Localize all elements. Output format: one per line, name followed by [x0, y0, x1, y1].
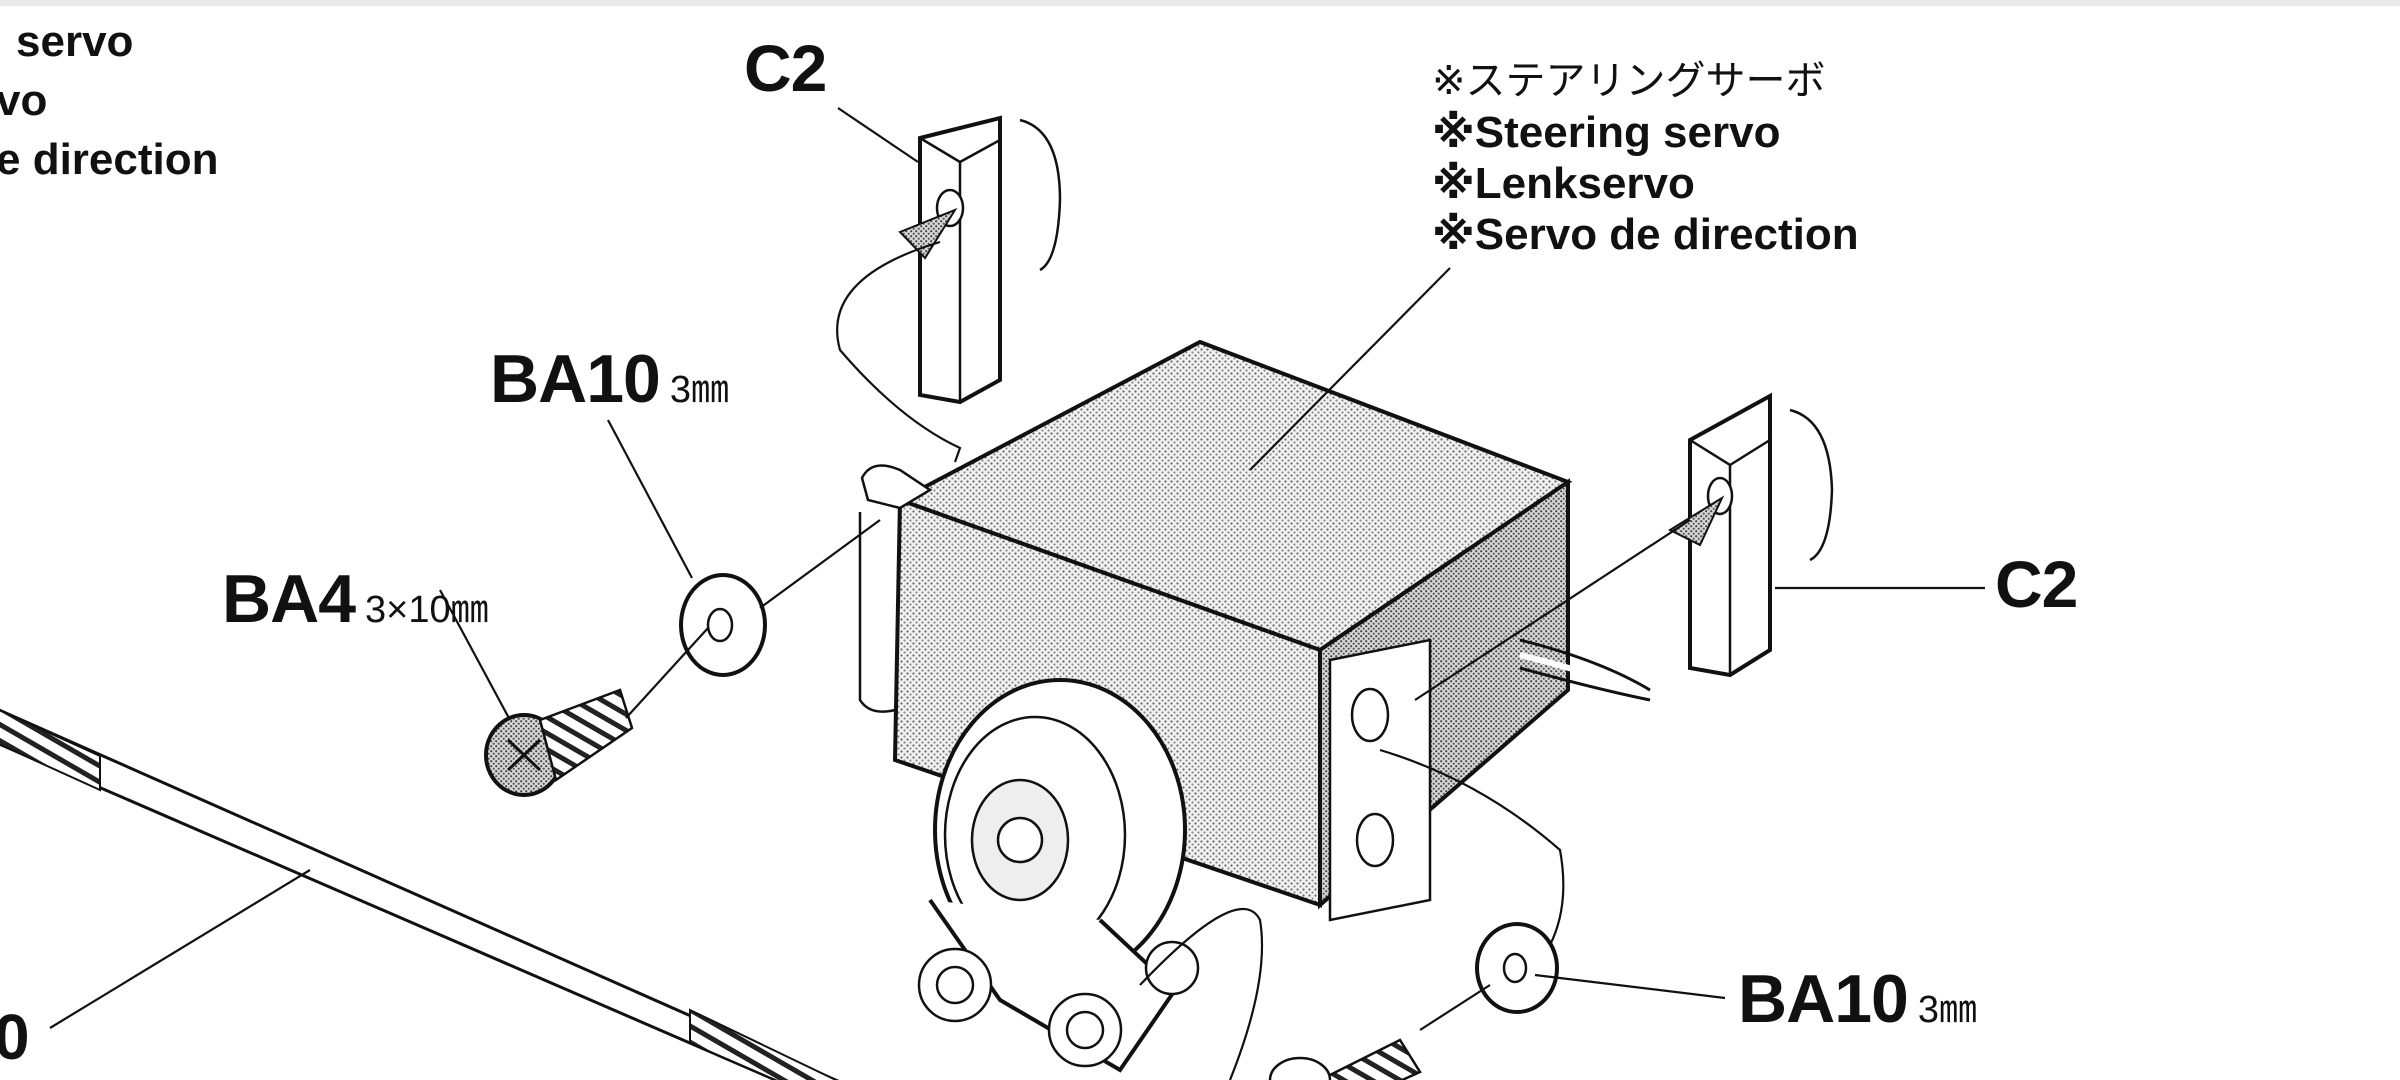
washer-ba10-bottom — [1475, 922, 1559, 1014]
ba10-top-code: BA10 — [490, 341, 661, 417]
part-label-c2-right: C2 — [1995, 547, 2078, 621]
cropped-note-line-1: servo — [16, 17, 134, 66]
c2-block-right — [1667, 392, 1834, 678]
servo-note-english: ※Steering servo — [1432, 108, 1781, 157]
ba4-size: 3×10㎜ — [365, 589, 489, 631]
washer-ba10-top — [679, 573, 767, 677]
assembly-guides — [625, 240, 1691, 1080]
ba10-top-size: 3㎜ — [669, 369, 729, 411]
servo-note-japanese: ※ステアリングサーボ — [1432, 58, 1826, 104]
steering-servo — [858, 339, 1652, 922]
cropped-note-line-2: vo — [0, 76, 48, 125]
servo-note-french: ※Servo de direction — [1432, 210, 1859, 259]
part-label-rod-partial: 0 — [0, 1001, 30, 1073]
part-label-c2-top: C2 — [744, 31, 827, 105]
cropped-servo-notes: servo vo e direction — [0, 16, 219, 185]
screw-bottom — [1268, 1038, 1422, 1080]
ba10-bottom-code: BA10 — [1738, 961, 1909, 1037]
steering-rod — [0, 708, 840, 1080]
ba10-bottom-size: 3㎜ — [1917, 989, 1977, 1031]
c2-block-top — [898, 115, 1062, 405]
servo-saver — [917, 678, 1200, 1073]
steering-servo-notes: ※ステアリングサーボ ※Steering servo ※Lenkservo ※S… — [1432, 56, 1859, 260]
screw-ba4 — [484, 688, 634, 797]
cropped-note-line-3: e direction — [0, 135, 219, 184]
top-border — [0, 0, 2400, 6]
label-leaders — [49, 107, 1985, 1029]
ba4-code: BA4 — [222, 561, 356, 637]
servo-note-german: ※Lenkservo — [1432, 159, 1695, 208]
